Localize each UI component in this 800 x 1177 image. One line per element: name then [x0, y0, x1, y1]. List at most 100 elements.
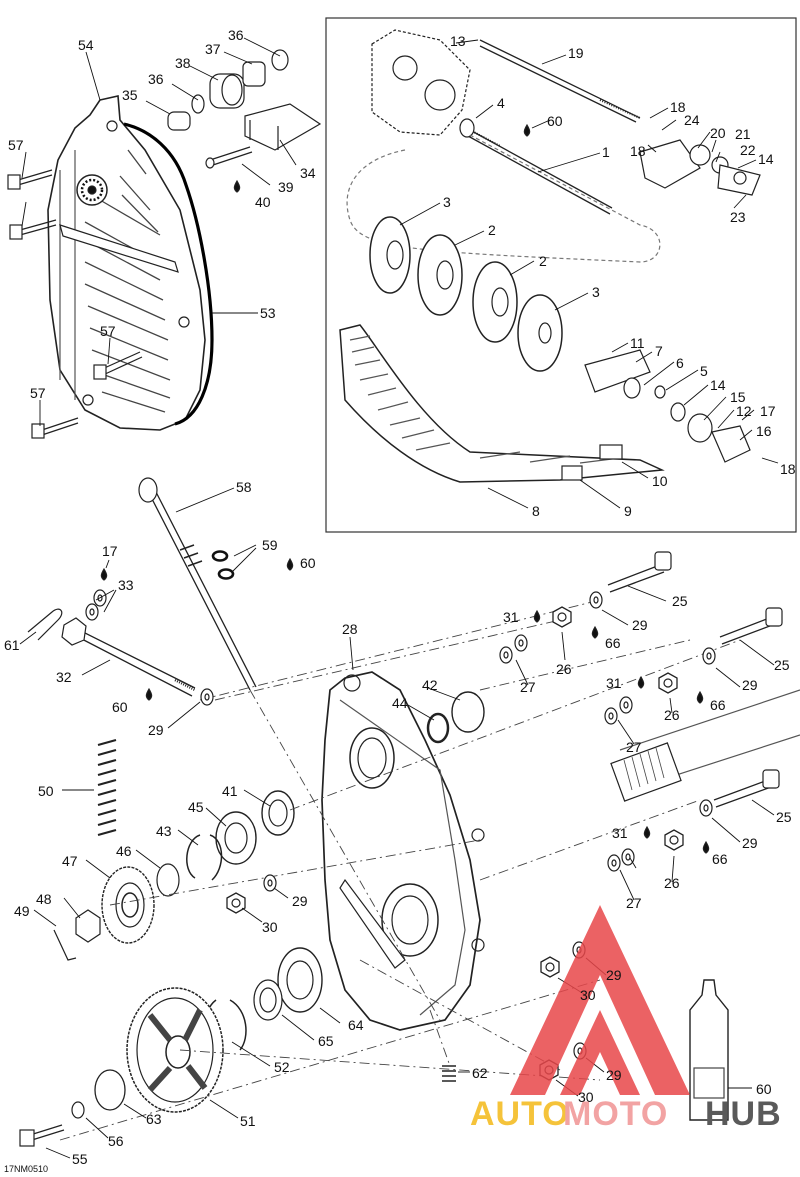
sprocket-3-left [369, 216, 411, 294]
callout-3a: 3 [443, 194, 451, 210]
sprocket-3-right [517, 294, 563, 372]
callout-34: 34 [300, 165, 316, 181]
chaincase-housing-drawing [19, 477, 800, 1147]
callout-36b: 36 [148, 71, 164, 87]
callout-47: 47 [62, 853, 78, 869]
callout-31b: 31 [606, 675, 622, 691]
callout-30b: 30 [580, 987, 596, 1003]
callout-7: 7 [655, 343, 663, 359]
callout-6: 6 [676, 355, 684, 371]
callout-66b: 66 [710, 697, 726, 713]
callout-26b: 26 [664, 707, 680, 723]
callout-22: 22 [740, 142, 756, 158]
callout-57b: 57 [100, 323, 116, 339]
callout-24: 24 [684, 112, 700, 128]
callout-60c: 60 [112, 699, 128, 715]
callout-66a: 66 [605, 635, 621, 651]
watermark: AUTO MOTO HUB [470, 1095, 782, 1133]
drive-axle-drawing [339, 29, 761, 483]
callout-29e: 29 [742, 835, 758, 851]
callout-46: 46 [116, 843, 132, 859]
callout-44: 44 [392, 695, 408, 711]
callout-39: 39 [278, 179, 294, 195]
callout-61: 61 [4, 637, 20, 653]
callout-29d: 29 [292, 893, 308, 909]
callout-25b: 25 [774, 657, 790, 673]
callout-54: 54 [78, 37, 94, 53]
callout-11: 11 [630, 335, 645, 351]
callout-17b: 17 [102, 543, 118, 559]
sprocket-2-b [472, 261, 518, 343]
callout-43: 43 [156, 823, 172, 839]
callout-45: 45 [188, 799, 204, 815]
callout-labels: 54 36 37 38 36 35 57 57 57 34 39 40 53 1… [4, 27, 796, 1167]
callout-12: 12 [736, 403, 752, 419]
callout-2a: 2 [488, 222, 496, 238]
callout-60b: 60 [300, 555, 316, 571]
callout-40: 40 [255, 194, 271, 210]
callout-1: 1 [602, 144, 610, 160]
callout-48: 48 [36, 891, 52, 907]
watermark-auto: AUTO [470, 1095, 570, 1133]
callout-32: 32 [56, 669, 72, 685]
callout-13: 13 [450, 33, 466, 49]
callout-5: 5 [700, 363, 708, 379]
callout-29f: 29 [606, 967, 622, 983]
callout-8: 8 [532, 503, 540, 519]
callout-49: 49 [14, 903, 30, 919]
callout-18b: 18 [630, 143, 646, 159]
callout-10: 10 [652, 473, 668, 489]
watermark-hub: HUB [705, 1095, 782, 1133]
callout-53: 53 [260, 305, 276, 321]
callout-27a: 27 [520, 679, 536, 695]
callout-37: 37 [205, 41, 221, 57]
callout-51: 51 [240, 1113, 256, 1129]
callout-42: 42 [422, 677, 438, 693]
callout-59: 59 [262, 537, 278, 553]
inset-frame [325, 17, 797, 533]
callout-52: 52 [274, 1059, 290, 1075]
callout-64: 64 [348, 1017, 364, 1033]
callout-60d: 60 [756, 1081, 772, 1097]
callout-14b: 14 [710, 377, 726, 393]
callout-16: 16 [756, 423, 772, 439]
hardware [85, 550, 716, 1081]
upper-sprocket-47 [101, 866, 155, 944]
chaincase-cover-drawing [7, 49, 322, 439]
drawing-code: 17NM0510 [4, 1164, 48, 1174]
callout-57a: 57 [8, 137, 24, 153]
bottle-icon [689, 979, 729, 1121]
callout-25a: 25 [672, 593, 688, 609]
callout-19: 19 [568, 45, 584, 61]
callout-57c: 57 [30, 385, 46, 401]
callout-21: 21 [735, 126, 751, 142]
callout-29b: 29 [632, 617, 648, 633]
callout-31c: 31 [612, 825, 628, 841]
callout-27b: 27 [626, 739, 642, 755]
callout-62: 62 [472, 1065, 488, 1081]
callout-31a: 31 [503, 609, 519, 625]
callout-2b: 2 [539, 253, 547, 269]
callout-60a: 60 [547, 113, 563, 129]
lower-sprocket-51 [126, 987, 224, 1113]
callout-20: 20 [710, 125, 726, 141]
callout-25c: 25 [776, 809, 792, 825]
callout-63: 63 [146, 1111, 162, 1127]
callout-17a: 17 [760, 403, 776, 419]
callout-4: 4 [497, 95, 505, 111]
callout-38: 38 [175, 55, 191, 71]
callout-30c: 30 [578, 1089, 594, 1105]
callout-41: 41 [222, 783, 238, 799]
callout-33: 33 [118, 577, 134, 593]
callout-26a: 26 [556, 661, 572, 677]
callout-3b: 3 [592, 284, 600, 300]
callout-15: 15 [730, 389, 746, 405]
callout-23: 23 [730, 209, 746, 225]
callout-29c: 29 [742, 677, 758, 693]
callout-30a: 30 [262, 919, 278, 935]
leader-lines [19, 37, 779, 1159]
callout-36a: 36 [228, 27, 244, 43]
sprocket-2-a [417, 234, 463, 316]
